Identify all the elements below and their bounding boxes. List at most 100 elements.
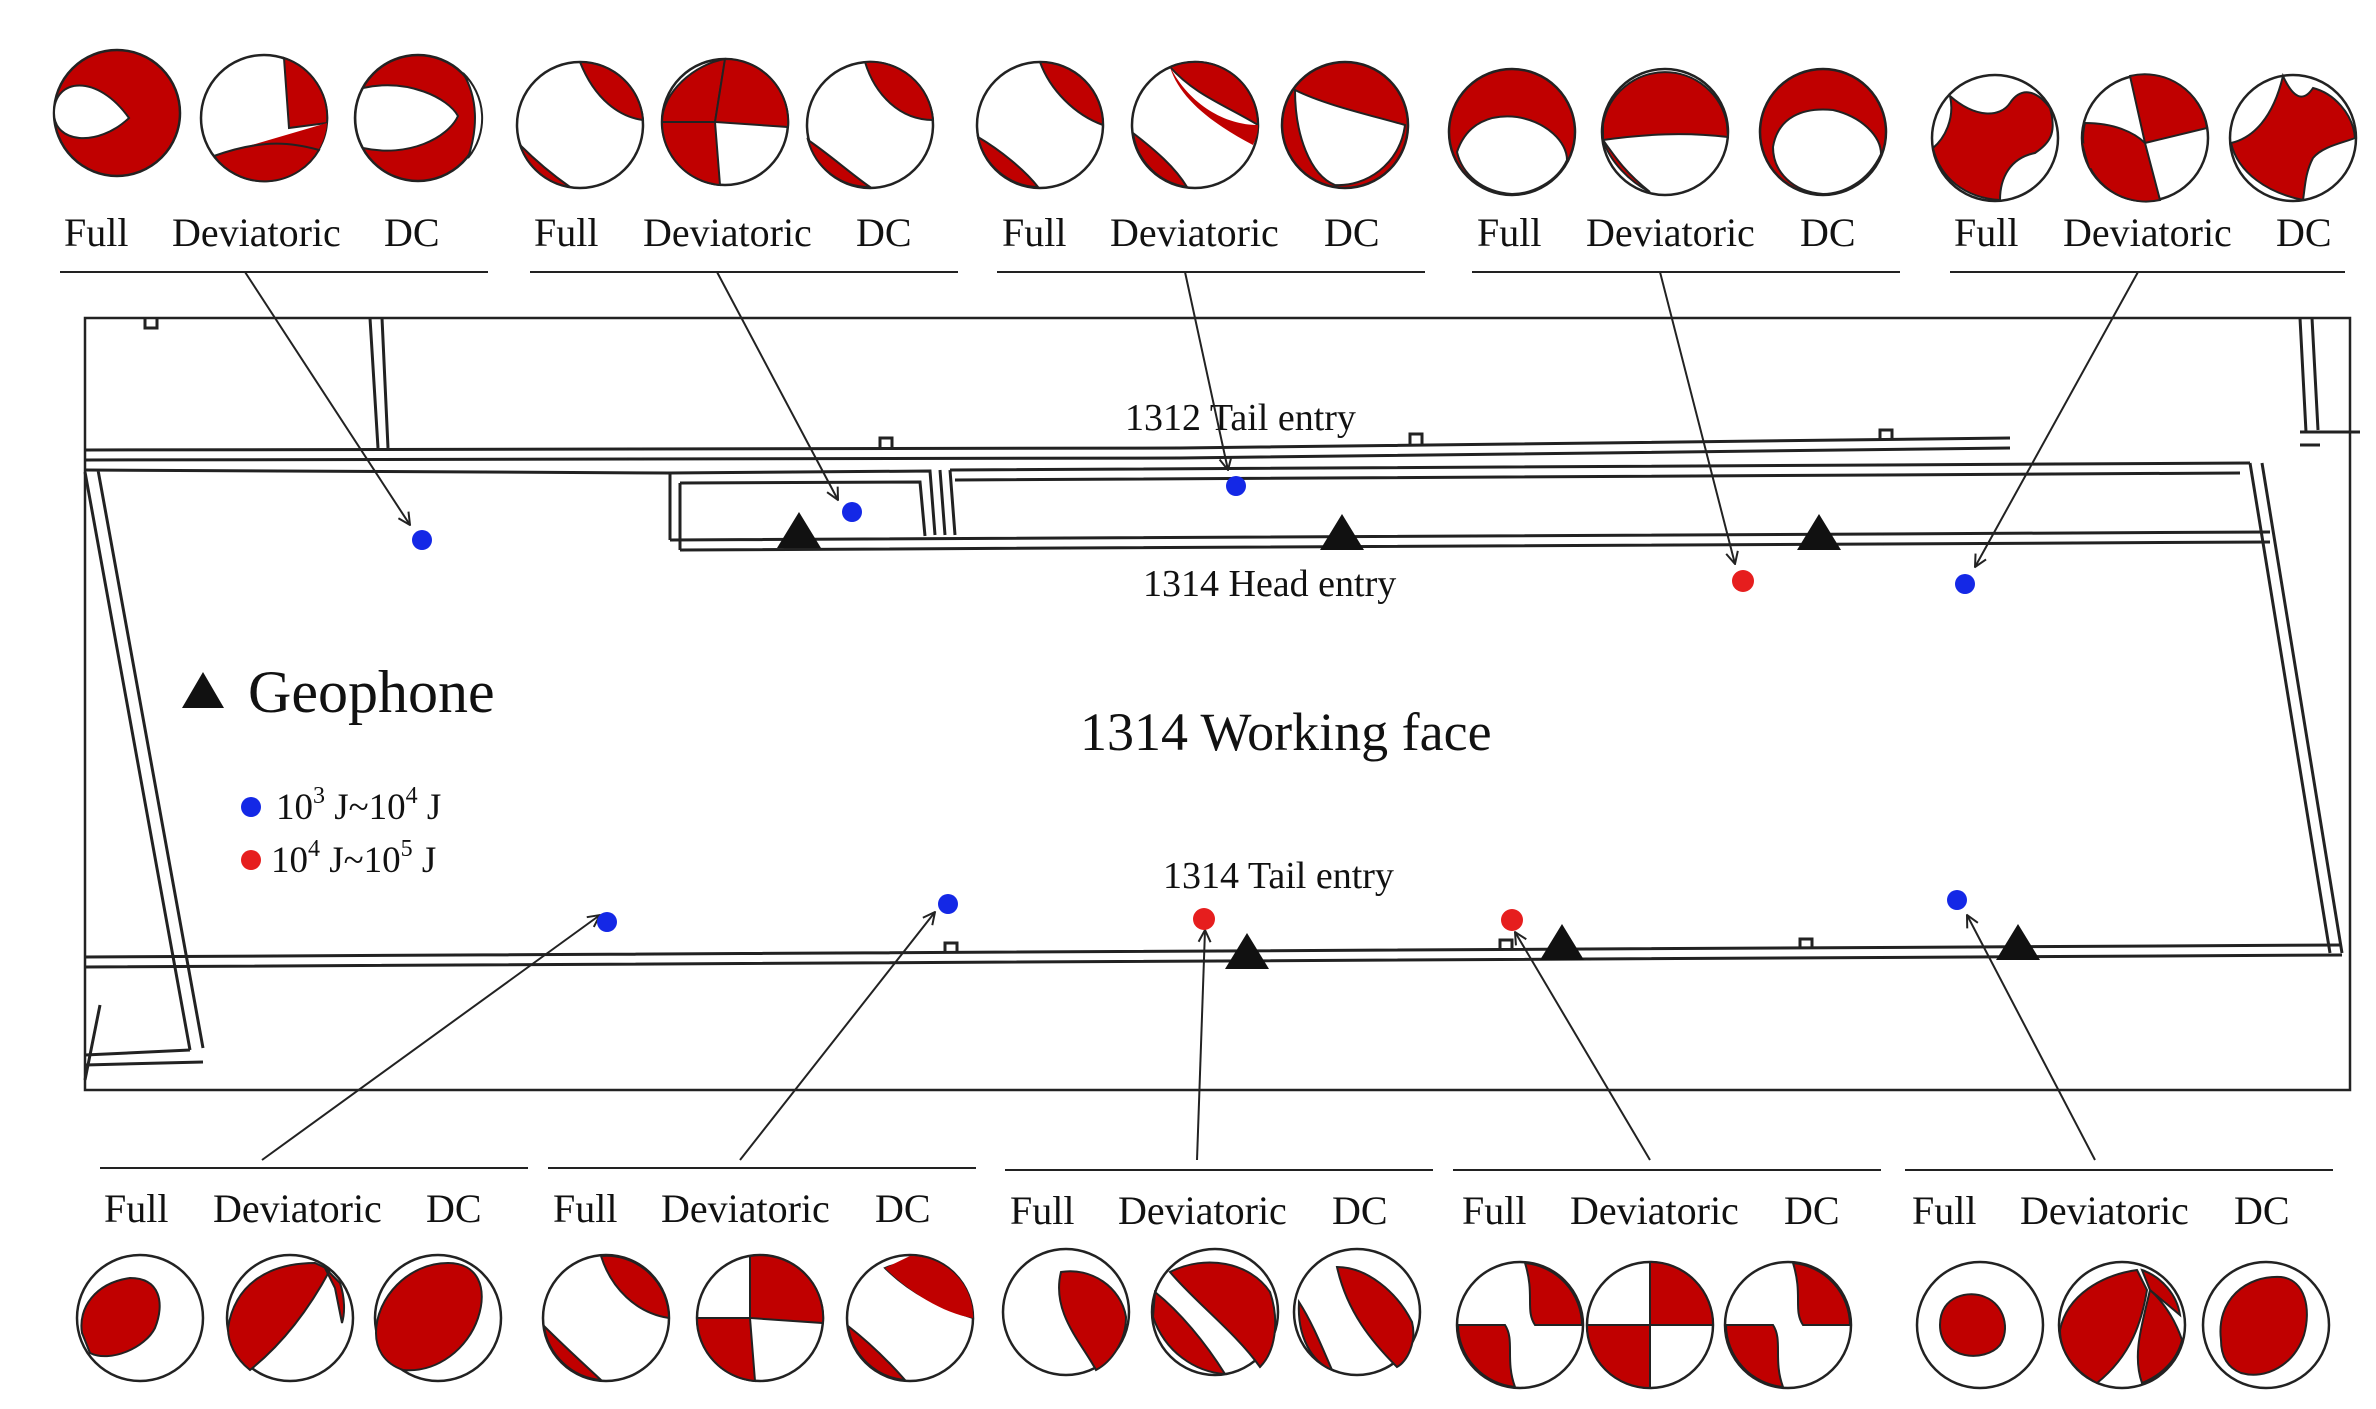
beachball-full bbox=[975, 60, 1105, 190]
arrow-event-7 bbox=[739, 912, 935, 1161]
beachball-dc bbox=[1758, 67, 1888, 197]
roadway-top-right-cut bbox=[2298, 317, 2360, 447]
map-frame bbox=[83, 316, 2352, 1092]
beachball-dc bbox=[2228, 72, 2358, 203]
arrows bbox=[244, 271, 2139, 1161]
label-dc: DC bbox=[1784, 1188, 1840, 1233]
beachball-full bbox=[75, 1253, 205, 1383]
beachball-group-bottom-4: Full Deviatoric DC bbox=[1453, 1169, 1881, 1390]
event-dot-3 bbox=[1226, 476, 1246, 496]
beachball-deviatoric bbox=[1130, 60, 1260, 190]
roadway-top-left-cut bbox=[143, 317, 390, 449]
arrow-event-3 bbox=[1184, 271, 1228, 470]
label-deviatoric: Deviatoric bbox=[1118, 1188, 1287, 1233]
roadway-1314-head bbox=[669, 530, 2271, 552]
label-deviatoric: Deviatoric bbox=[2063, 210, 2232, 255]
label-full: Full bbox=[1010, 1188, 1074, 1233]
legend-high-energy-label: 104 J~105 J bbox=[271, 836, 436, 881]
label-1314-tail-entry: 1314 Tail entry bbox=[1163, 855, 1394, 897]
label-deviatoric: Deviatoric bbox=[2020, 1188, 2189, 1233]
beachball-full bbox=[1455, 1260, 1585, 1390]
roadway-1312-tail-stubs bbox=[878, 428, 1894, 448]
label-1312-tail-entry: 1312 Tail entry bbox=[1125, 397, 1356, 439]
beachball-dc bbox=[1280, 60, 1410, 190]
label-full: Full bbox=[64, 210, 128, 255]
label-full: Full bbox=[1462, 1188, 1526, 1233]
legend-low-energy-dot bbox=[241, 797, 261, 817]
beachball-deviatoric bbox=[2057, 1260, 2187, 1390]
legend-geophone-icon bbox=[182, 672, 224, 708]
beachball-deviatoric bbox=[2080, 73, 2210, 203]
beachball-deviatoric bbox=[695, 1253, 825, 1383]
beachball-full bbox=[1447, 67, 1577, 197]
label-dc: DC bbox=[1800, 210, 1856, 255]
beachball-deviatoric bbox=[225, 1253, 355, 1383]
beachball-deviatoric bbox=[1600, 67, 1730, 197]
legend-high-energy-dot bbox=[241, 850, 261, 870]
arrow-event-1 bbox=[244, 271, 410, 525]
label-deviatoric: Deviatoric bbox=[643, 210, 812, 255]
label-full: Full bbox=[534, 210, 598, 255]
label-deviatoric: Deviatoric bbox=[213, 1186, 382, 1231]
label-full: Full bbox=[1477, 210, 1541, 255]
beachball-full bbox=[541, 1253, 671, 1383]
arrow-event-2 bbox=[716, 271, 838, 500]
arrow-event-10 bbox=[1967, 915, 2096, 1161]
label-full: Full bbox=[1002, 210, 1066, 255]
label-dc: DC bbox=[2276, 210, 2332, 255]
geophone-marker bbox=[1540, 924, 1584, 960]
beachball-dc bbox=[353, 53, 484, 183]
beachball-full bbox=[515, 60, 645, 190]
arrow-event-4 bbox=[1659, 271, 1735, 564]
roadway-1314-tail-stubs bbox=[943, 937, 1814, 953]
roadway-right-boundary bbox=[2248, 462, 2344, 954]
event-dot-2 bbox=[842, 502, 862, 522]
event-dot-7 bbox=[938, 894, 958, 914]
beachball-group-bottom-2: Full Deviatoric DC bbox=[541, 1167, 976, 1383]
event-dot-4 bbox=[1732, 570, 1754, 592]
roadway-1314-tail bbox=[84, 943, 2343, 969]
roadway-left-boundary bbox=[83, 468, 671, 1067]
beachball-full bbox=[1915, 1260, 2045, 1390]
beachball-full bbox=[52, 48, 182, 178]
arrow-event-6 bbox=[261, 915, 600, 1161]
label-deviatoric: Deviatoric bbox=[1586, 210, 1755, 255]
event-dot-10 bbox=[1947, 890, 1967, 910]
roadway-crosscuts bbox=[668, 461, 2251, 550]
label-full: Full bbox=[1954, 210, 2018, 255]
geophone-marker bbox=[1797, 514, 1841, 550]
beachball-full bbox=[1930, 73, 2060, 203]
beachball-group-bottom-1: Full Deviatoric DC bbox=[75, 1167, 528, 1383]
beachball-group-top-4: Full Deviatoric DC bbox=[1447, 67, 1900, 273]
event-dot-9 bbox=[1501, 909, 1523, 931]
roadway-left-lower bbox=[83, 1004, 102, 1081]
event-dot-6 bbox=[597, 912, 617, 932]
beachball-group-top-3: Full Deviatoric DC bbox=[975, 60, 1425, 273]
event-dot-5 bbox=[1955, 574, 1975, 594]
beachball-dc bbox=[2201, 1260, 2331, 1390]
arrow-event-5 bbox=[1975, 271, 2139, 567]
label-dc: DC bbox=[1332, 1188, 1388, 1233]
label-full: Full bbox=[104, 1186, 168, 1231]
beachball-dc bbox=[845, 1253, 975, 1383]
label-1314-head-entry: 1314 Head entry bbox=[1143, 563, 1396, 605]
label-deviatoric: Deviatoric bbox=[1570, 1188, 1739, 1233]
label-deviatoric: Deviatoric bbox=[172, 210, 341, 255]
beachball-group-top-2: Full Deviatoric DC bbox=[515, 57, 958, 273]
legend-geophone-label: Geophone bbox=[248, 659, 495, 725]
beachball-deviatoric bbox=[660, 57, 790, 187]
label-deviatoric: Deviatoric bbox=[661, 1186, 830, 1231]
arrow-event-9 bbox=[1515, 932, 1651, 1161]
event-dot-1 bbox=[412, 530, 432, 550]
legend: Geophone 103 J~104 J 104 J~105 J bbox=[182, 659, 495, 881]
label-dc: DC bbox=[384, 210, 440, 255]
event-dot-8 bbox=[1193, 908, 1215, 930]
label-dc: DC bbox=[2234, 1188, 2290, 1233]
label-1314-working-face: 1314 Working face bbox=[1080, 702, 1492, 762]
label-dc: DC bbox=[1324, 210, 1380, 255]
legend-low-energy-label: 103 J~104 J bbox=[276, 783, 441, 828]
geophones bbox=[777, 512, 2040, 969]
arrow-event-8 bbox=[1196, 930, 1205, 1161]
roadway-1312-tail bbox=[84, 436, 2011, 462]
